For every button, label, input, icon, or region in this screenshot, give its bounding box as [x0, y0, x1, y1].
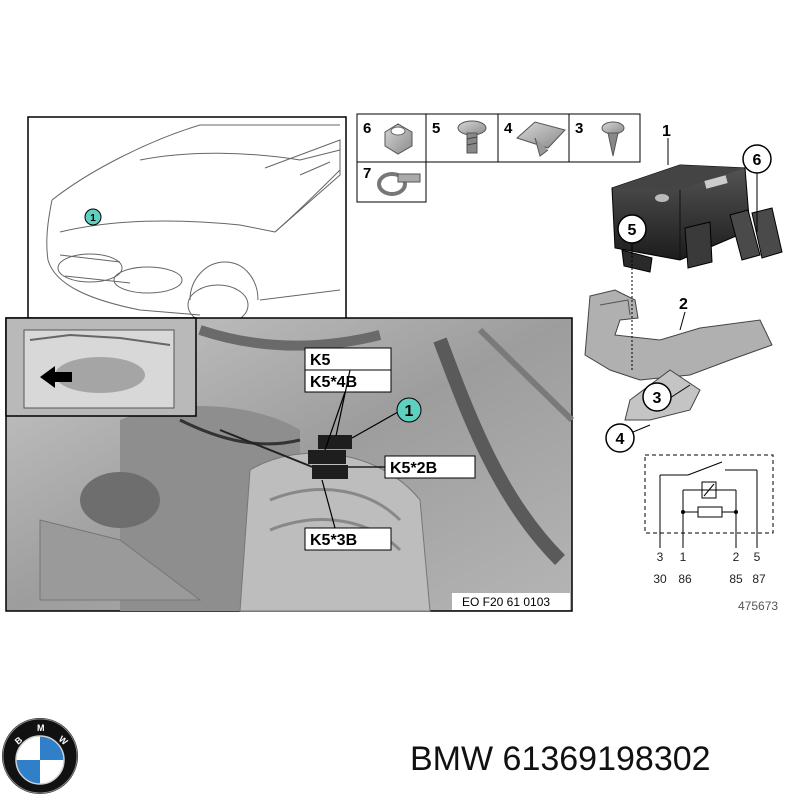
figure-code-box: EO F20 61 0103 [452, 593, 570, 610]
svg-text:EO F20 61 0103: EO F20 61 0103 [462, 595, 550, 609]
engine-inset-thumbnail [5, 317, 197, 417]
connector-label-k5-3b: K5*3B [304, 527, 392, 551]
relay-schematic: 3 1 2 5 30 86 85 87 475673 [644, 454, 778, 613]
svg-text:1: 1 [680, 550, 687, 564]
parts-grid [356, 113, 641, 203]
connector-label-k5: K5 [304, 347, 392, 371]
engine-location-marker [396, 397, 422, 423]
svg-text:5: 5 [432, 120, 440, 137]
svg-text:6: 6 [753, 152, 762, 169]
part-cell-4: 4 [504, 120, 566, 157]
callout-circle-6: 6 [742, 144, 772, 232]
svg-text:3: 3 [657, 550, 664, 564]
svg-text:3: 3 [575, 120, 583, 137]
svg-text:85: 85 [729, 572, 743, 586]
svg-text:K5*2B: K5*2B [390, 460, 437, 477]
screw-icon [457, 120, 487, 154]
bmw-logo: B M W [2, 718, 78, 794]
svg-text:3: 3 [653, 390, 662, 407]
part-number: 61369198302 [502, 740, 711, 778]
svg-text:K5*4B: K5*4B [310, 374, 357, 391]
part-cell-3: 3 [575, 120, 625, 157]
connector-cluster [308, 435, 352, 479]
car-outline [46, 124, 341, 326]
svg-text:K5*3B: K5*3B [310, 532, 357, 549]
engine-photo-panel: K5 K5*4B K5*2B K5*3B 1 EO F20 61 0103 [5, 317, 575, 612]
callout-circle-5: 5 [617, 214, 647, 255]
part-cell-6: 6 [363, 120, 413, 155]
pin-terminal-labels: 3 1 2 5 [657, 550, 761, 564]
callout-circle-4: 4 [605, 423, 651, 453]
callout-circle-3: 3 [642, 382, 691, 412]
svg-text:5: 5 [628, 222, 637, 239]
engine-marker-label: 1 [405, 403, 414, 420]
svg-text:7: 7 [363, 165, 371, 182]
location-arrow-icon [40, 366, 72, 388]
callout-relay: 1 [662, 123, 671, 140]
brand-name: BMW [410, 740, 494, 778]
svg-text:5: 5 [754, 550, 761, 564]
part-cell-5: 5 [432, 120, 487, 154]
callout-bracket: 2 [679, 296, 688, 313]
svg-text:4: 4 [616, 431, 625, 448]
hose-clamp-icon [377, 172, 421, 196]
connector-label-k5-2b: K5*2B [384, 455, 476, 479]
clip-nut-icon [516, 121, 566, 157]
relay-assembly: 1 2 6 5 3 4 [584, 123, 783, 453]
car-overview-panel: 1 [27, 116, 347, 328]
brand-part-number: BMW 61369198302 [410, 740, 711, 779]
pin-function-labels: 30 86 85 87 [653, 572, 766, 586]
svg-text:K5: K5 [310, 352, 331, 369]
diagram-id: 475673 [738, 599, 778, 613]
svg-text:4: 4 [504, 120, 513, 137]
svg-text:86: 86 [678, 572, 692, 586]
car-location-marker [84, 208, 102, 226]
relay-body [611, 164, 783, 273]
svg-text:M: M [37, 723, 45, 733]
svg-text:B: B [13, 734, 25, 746]
car-marker-label: 1 [90, 213, 96, 224]
tapping-screw-icon [601, 121, 625, 157]
svg-text:30: 30 [653, 572, 667, 586]
leader-lines [321, 369, 399, 529]
part-cell-7: 7 [363, 165, 421, 196]
svg-text:87: 87 [752, 572, 766, 586]
svg-text:6: 6 [363, 120, 371, 137]
svg-text:2: 2 [733, 550, 740, 564]
nut-icon [384, 123, 413, 155]
